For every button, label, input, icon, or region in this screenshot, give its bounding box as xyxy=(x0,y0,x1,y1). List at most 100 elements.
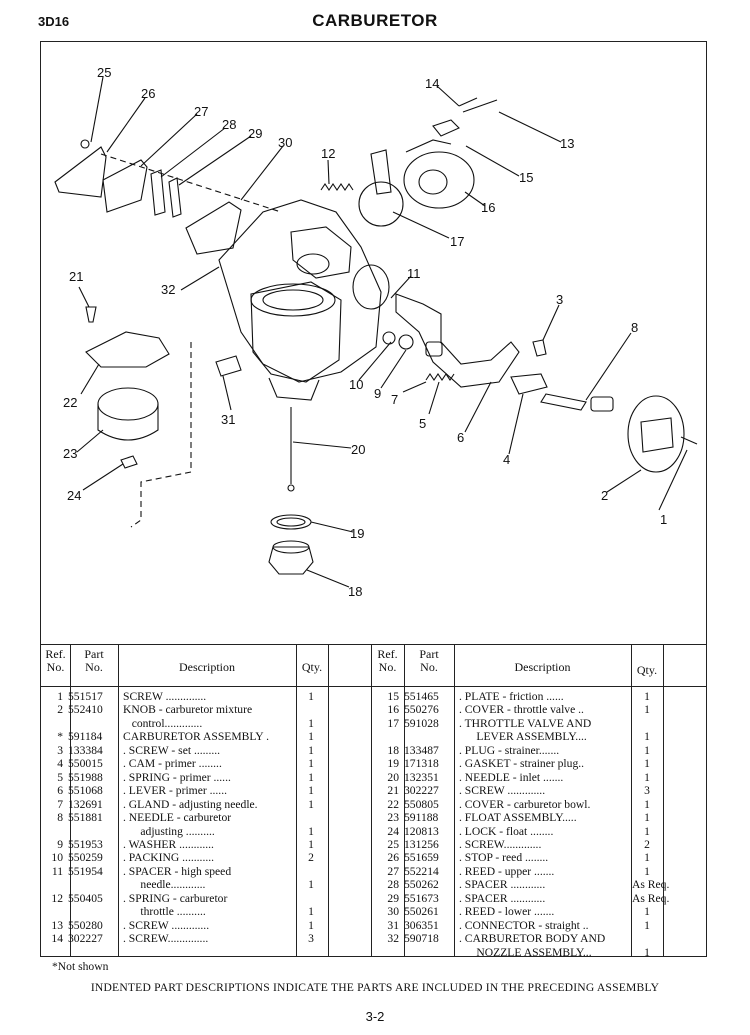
qty-cell: 1 xyxy=(308,716,314,730)
description-cell: . REED - upper ....... xyxy=(459,864,555,878)
qty-cell: 1 xyxy=(644,905,650,919)
ref-cell: 15 xyxy=(387,690,399,703)
table-row: 31 306351 . CONNECTOR - straight .. 1 xyxy=(377,919,669,932)
qty-cell: 1 xyxy=(308,730,314,744)
description-cell: SCREW .............. xyxy=(123,690,207,703)
ref-cell: 23 xyxy=(387,811,399,825)
header-ref-right: Ref.No. xyxy=(377,647,398,674)
callout-31: 31 xyxy=(221,412,235,427)
description-cell: . NEEDLE - carburetor xyxy=(123,811,232,825)
part-number-cell: 550015 xyxy=(68,757,103,771)
callout-7: 7 xyxy=(391,392,398,407)
ref-cell: 3 xyxy=(57,743,63,757)
callout-25: 25 xyxy=(97,65,111,80)
callout-6: 6 xyxy=(457,430,464,445)
ref-cell: 16 xyxy=(387,703,399,717)
description-cell: CARBURETOR ASSEMBLY . xyxy=(123,730,270,744)
footnote: *Not shown xyxy=(52,960,109,973)
qty-cell: 1 xyxy=(644,864,650,878)
description-cell: KNOB - carburetor mixture xyxy=(123,703,253,717)
qty-cell: 3 xyxy=(308,932,314,946)
qty-cell: 1 xyxy=(644,811,650,825)
description-cell: . COVER - carburetor bowl. xyxy=(459,797,591,811)
callout-27: 27 xyxy=(194,104,208,119)
callout-11: 11 xyxy=(407,266,421,281)
header-description-left: Description xyxy=(179,660,235,674)
description-cell: . GASKET - strainer plug.. xyxy=(459,757,585,771)
header-qty-left: Qty. xyxy=(301,660,323,674)
description-cell: . LEVER - primer ...... xyxy=(123,784,227,798)
description-cell: . FLOAT ASSEMBLY..... xyxy=(459,811,577,825)
callout-3: 3 xyxy=(556,292,563,307)
part-number-cell: 120813 xyxy=(404,824,439,838)
qty-cell: 3 xyxy=(644,784,650,798)
callout-4: 4 xyxy=(503,452,510,467)
callout-29: 29 xyxy=(248,126,262,141)
table-row: adjusting ..........1 xyxy=(41,825,333,838)
description-cell: . SPRING - carburetor xyxy=(123,891,228,905)
ref-cell: 13 xyxy=(51,918,63,932)
qty-cell: As Req. xyxy=(632,878,670,892)
page-code: 3D16 xyxy=(38,14,70,29)
ref-cell: 27 xyxy=(387,864,399,878)
part-number-cell: 551881 xyxy=(68,811,103,825)
ref-cell: 7 xyxy=(57,797,63,811)
qty-cell: 1 xyxy=(308,878,314,892)
ref-cell: 18 xyxy=(387,743,399,757)
ref-cell: 6 xyxy=(57,784,63,798)
part-number-cell: 306351 xyxy=(404,918,439,932)
part-number-cell: 302227 xyxy=(404,784,439,798)
ref-cell: 25 xyxy=(387,837,399,851)
callout-13: 13 xyxy=(560,136,574,151)
description-cell: . CONNECTOR - straight .. xyxy=(459,918,589,932)
description-cell: . WASHER ............ xyxy=(123,837,214,851)
callout-26: 26 xyxy=(141,86,155,101)
qty-cell: 2 xyxy=(308,851,314,865)
part-number-cell: 551673 xyxy=(404,891,439,905)
ref-cell: 21 xyxy=(387,784,399,798)
part-number-cell: 551659 xyxy=(404,851,439,865)
callout-1: 1 xyxy=(660,512,667,527)
qty-cell: 1 xyxy=(644,730,650,744)
callout-18: 18 xyxy=(348,584,362,599)
callout-15: 15 xyxy=(519,170,533,185)
qty-cell: 1 xyxy=(308,757,314,771)
table-row: throttle ..........1 xyxy=(41,905,333,918)
callout-23: 23 xyxy=(63,446,77,461)
callout-12: 12 xyxy=(321,146,335,161)
page-number: 3-2 xyxy=(365,1009,385,1024)
part-number-cell: 550276 xyxy=(404,703,439,717)
header-description-right: Description xyxy=(514,660,571,674)
description-cell: adjusting .......... xyxy=(123,824,215,838)
ref-cell: 28 xyxy=(387,878,399,892)
header-ref-left: Ref.No. xyxy=(45,647,66,674)
ref-cell: 17 xyxy=(387,716,399,730)
qty-cell: 1 xyxy=(644,918,650,932)
callout-17: 17 xyxy=(450,234,464,249)
description-cell: NOZZLE ASSEMBLY... xyxy=(459,945,592,959)
table-row: control.............1 xyxy=(41,717,333,730)
callout-20: 20 xyxy=(351,442,365,457)
ref-cell: * xyxy=(57,730,63,744)
description-cell: . COVER - throttle valve .. xyxy=(459,703,584,717)
ref-cell: 31 xyxy=(387,918,399,932)
ref-cell: 26 xyxy=(387,851,399,865)
